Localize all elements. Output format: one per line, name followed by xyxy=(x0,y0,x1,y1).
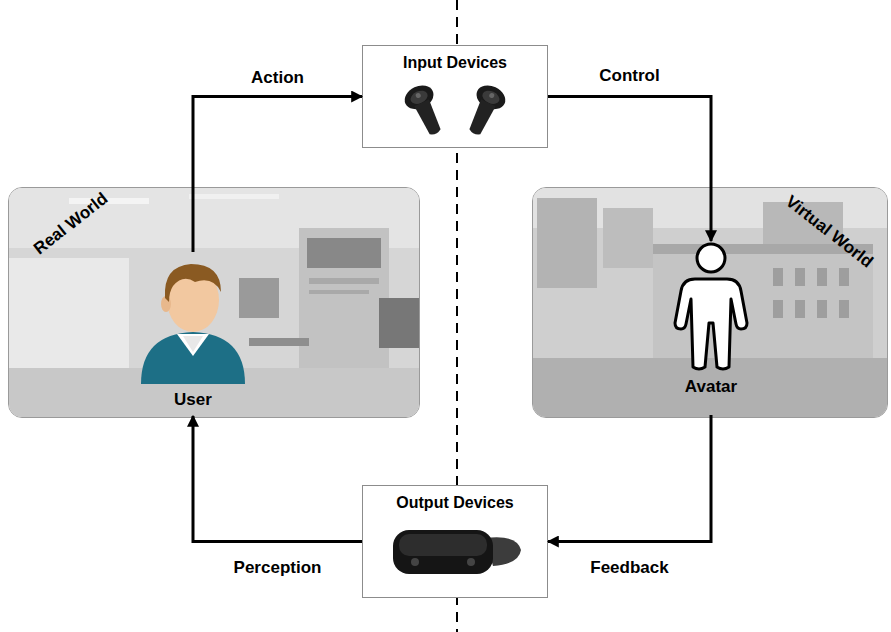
avatar-icon xyxy=(673,241,749,371)
figure-label: User xyxy=(133,390,253,410)
figure-label: Avatar xyxy=(671,377,751,397)
controller-icon xyxy=(395,80,515,138)
user-icon xyxy=(133,252,253,384)
edge-label: Feedback xyxy=(588,558,670,578)
headset-icon xyxy=(385,520,525,582)
edge-label: Control xyxy=(597,66,661,86)
flow-arrow xyxy=(548,415,711,542)
world-panel: Real WorldUser xyxy=(8,187,420,418)
edge-label: Perception xyxy=(232,558,324,578)
user-figure: User xyxy=(133,252,253,416)
output-box: Output Devices xyxy=(362,485,548,598)
avatar-figure: Avatar xyxy=(671,241,751,415)
flow-arrow xyxy=(193,416,362,542)
input-box: Input Devices xyxy=(362,45,548,148)
box-title: Output Devices xyxy=(363,486,547,512)
edge-label: Action xyxy=(249,68,306,88)
box-title: Input Devices xyxy=(363,46,547,72)
